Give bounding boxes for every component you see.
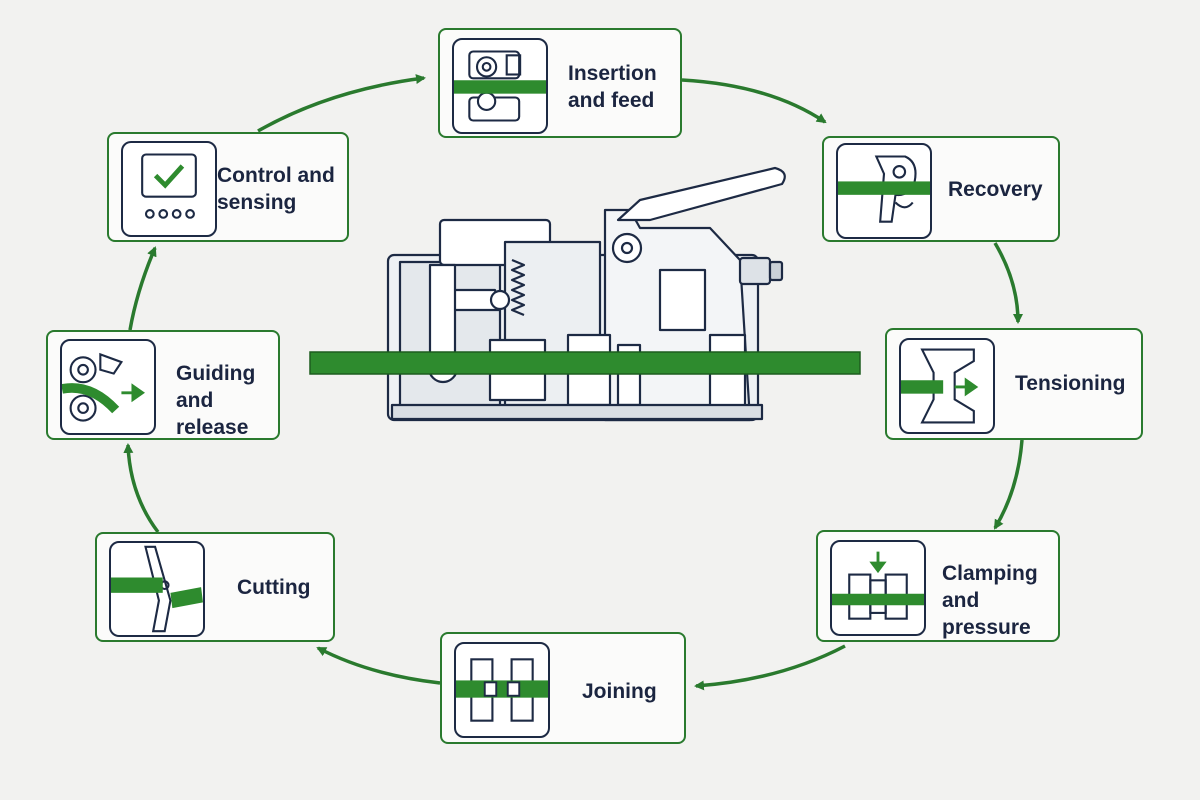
tension-jaws-icon	[899, 338, 995, 434]
arrow-joining-to-cutting	[316, 646, 441, 685]
step-label: Joining	[582, 680, 657, 703]
arrow-tensioning-to-clamping	[993, 439, 1024, 530]
step-insertion-feed: Insertion and feed	[438, 28, 682, 138]
control-panel-icon	[121, 141, 217, 237]
step-label: Insertion and feed	[568, 62, 657, 112]
arrow-insertion-to-recovery	[681, 78, 827, 124]
step-clamping-pressure: Clamping and pressure	[816, 530, 1060, 642]
step-recovery: Recovery	[822, 136, 1060, 242]
cutter-blade-icon	[109, 541, 205, 637]
step-control-sensing: Control and sensing	[107, 132, 349, 242]
arrow-cutting-to-guiding	[123, 443, 160, 534]
step-label: Tensioning	[1015, 372, 1126, 395]
joining-blocks-icon	[454, 642, 550, 738]
strapping-tool-illustration	[309, 166, 861, 422]
step-joining: Joining	[440, 632, 686, 744]
recovery-hook-icon	[836, 143, 932, 239]
arrow-control-to-insertion	[257, 74, 426, 133]
step-cutting: Cutting	[95, 532, 335, 642]
rollers-feed-icon	[452, 38, 548, 134]
step-label: Control and sensing	[217, 164, 335, 214]
arrow-recovery-to-tensioning	[993, 242, 1023, 324]
step-label: Cutting	[237, 576, 311, 599]
step-guiding-release: Guiding and release	[46, 330, 280, 440]
step-label: Recovery	[948, 178, 1043, 201]
arrow-clamping-to-joining	[694, 644, 846, 691]
guide-rollers-icon	[60, 339, 156, 435]
step-label: Clamping and pressure	[942, 562, 1038, 639]
arrow-guiding-to-control	[128, 246, 157, 331]
step-label: Guiding and release	[176, 362, 256, 439]
step-tensioning: Tensioning	[885, 328, 1143, 440]
clamp-press-icon	[830, 540, 926, 636]
